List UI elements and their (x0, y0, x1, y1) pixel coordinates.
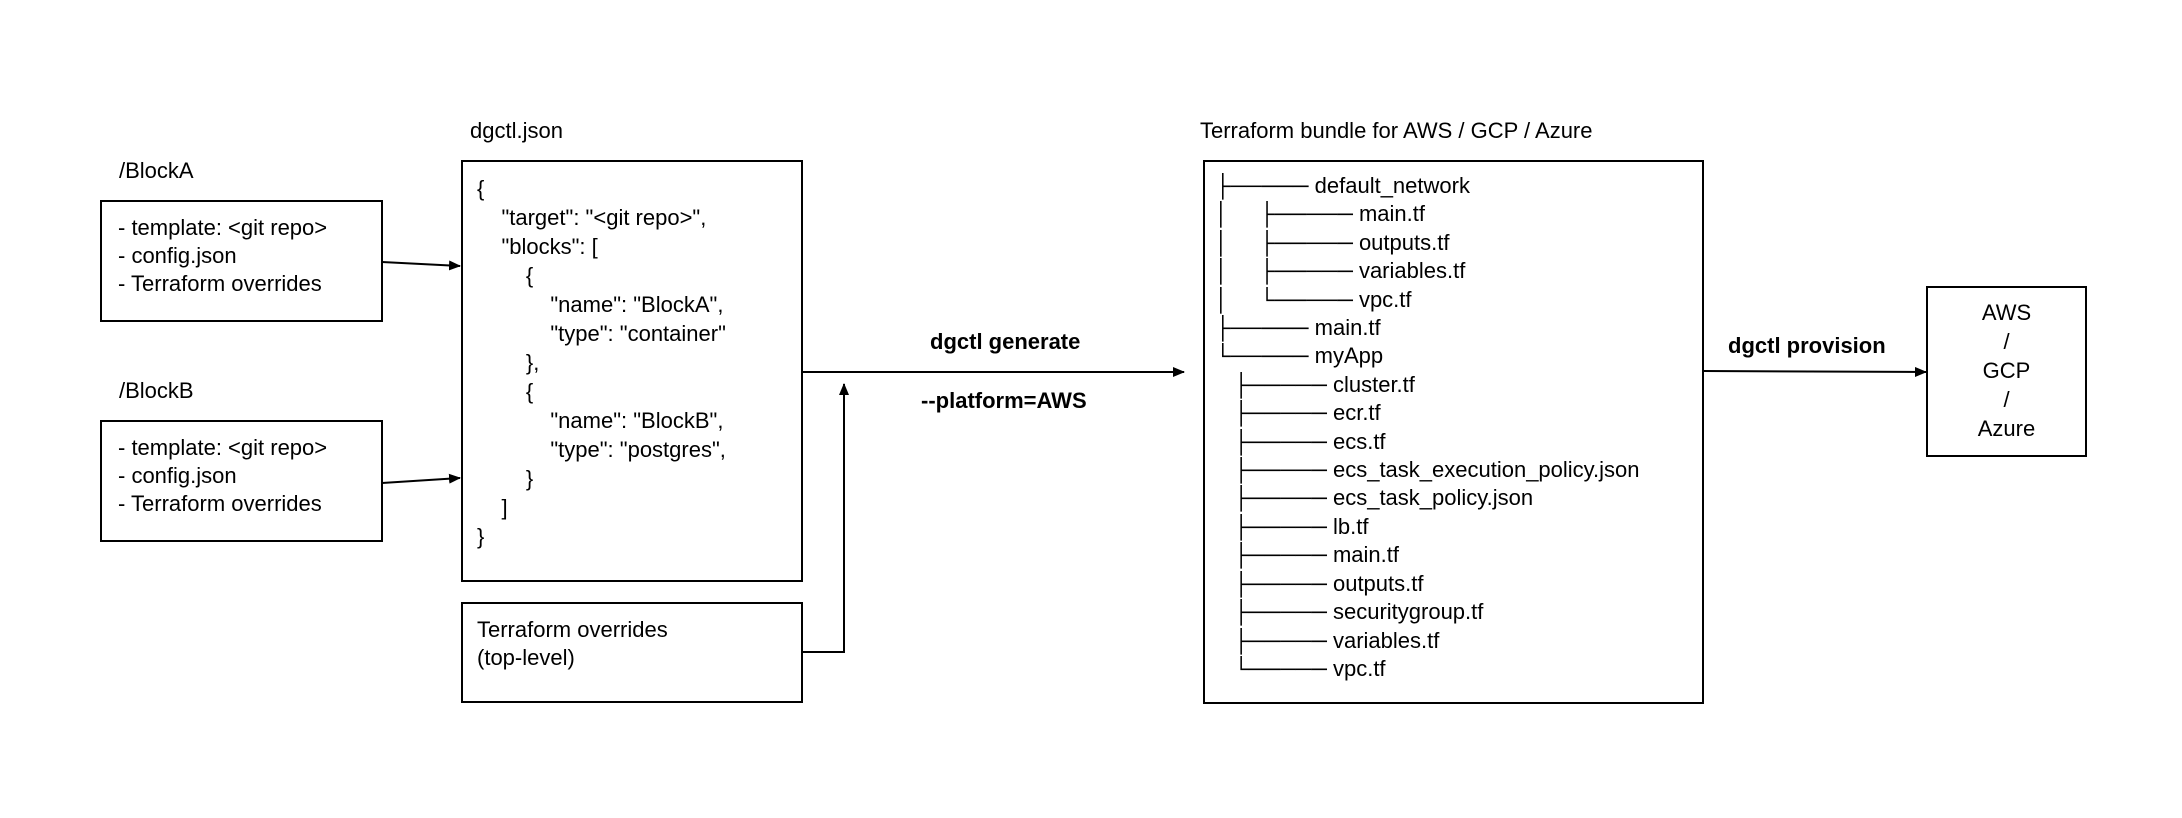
dgctl-json-heading: dgctl.json (470, 118, 563, 143)
overrides-line: (top-level) (477, 645, 575, 670)
block-b-line: - config.json (118, 463, 237, 488)
block-b-box: - template: <git repo> - config.json - T… (100, 420, 383, 542)
cloud-line: / (2003, 329, 2010, 354)
block-a-box: - template: <git repo> - config.json - T… (100, 200, 383, 322)
arrow-blocka-to-dgctl (381, 260, 461, 271)
cloud-targets-box: AWS / GCP / Azure (1926, 286, 2087, 457)
block-a-line: - config.json (118, 243, 237, 268)
block-b-line: - template: <git repo> (118, 435, 328, 460)
dgctl-json-content: { "target": "<git repo>", "blocks": [ { … (477, 176, 726, 549)
bundle-heading: Terraform bundle for AWS / GCP / Azure (1200, 118, 1593, 143)
cloud-line: AWS (1981, 300, 2032, 325)
arrow-provision (1702, 366, 1927, 377)
overrides-line: Terraform overrides (477, 617, 668, 642)
provision-command-label: dgctl provision (1728, 333, 1886, 358)
generate-platform-flag: --platform=AWS (921, 388, 1087, 413)
cloud-line: GCP (1982, 358, 2031, 383)
block-a-line: - Terraform overrides (118, 271, 322, 296)
bundle-file-tree: ├───── default_network │ ├───── main.tf … (1215, 173, 1640, 681)
dgctl-json-box: { "target": "<git repo>", "blocks": [ { … (461, 160, 803, 582)
cloud-line: / (2003, 387, 2010, 412)
cloud-line: Azure (1977, 416, 2036, 441)
arrow-overrides-to-generate (802, 383, 849, 653)
generate-command-label: dgctl generate (930, 329, 1081, 354)
block-a-heading: /BlockA (119, 158, 194, 183)
top-level-overrides-box: Terraform overrides (top-level) (461, 602, 803, 703)
block-b-line: - Terraform overrides (118, 491, 322, 516)
block-b-heading: /BlockB (119, 378, 194, 403)
arrow-blockb-to-dgctl (381, 473, 461, 484)
block-a-line: - template: <git repo> (118, 215, 328, 240)
bundle-box: ├───── default_network │ ├───── main.tf … (1203, 160, 1704, 704)
